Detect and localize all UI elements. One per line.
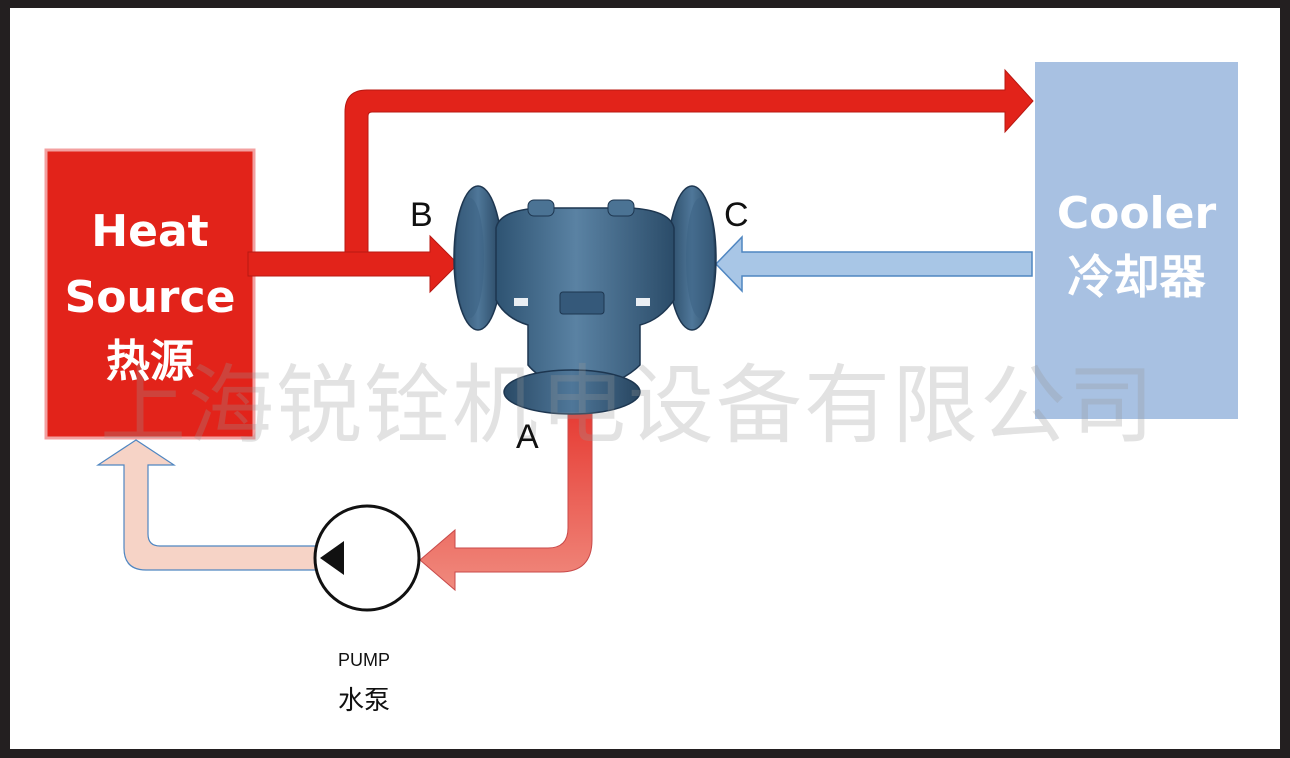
heat-source-title-line2: Source — [64, 272, 236, 323]
port-b-label: B — [410, 196, 433, 234]
heat-source-title-line1: Heat — [91, 206, 209, 257]
heat-source-title-cn: 热源 — [106, 336, 194, 387]
port-c-label: C — [724, 196, 749, 234]
return-pipe-to-heat-source — [95, 439, 317, 571]
port-a-label: A — [516, 418, 539, 456]
pump-label-cn: 水泵 — [338, 686, 391, 716]
pump-label: PUMP — [338, 650, 391, 670]
cooler-title: Cooler — [1056, 188, 1217, 239]
pump-symbol — [313, 504, 421, 612]
cooler-title-cn: 冷却器 — [1067, 250, 1206, 304]
cooler-box — [1035, 62, 1238, 419]
three-way-valve — [453, 185, 717, 415]
heat-source-box — [44, 148, 256, 440]
hot-supply-pipe-to-cooler — [344, 68, 1034, 259]
hot-supply-pipe-to-valve-b — [247, 234, 459, 294]
cold-return-pipe-to-valve-c — [714, 235, 1033, 293]
mixed-outlet-pipe-from-a — [419, 409, 593, 592]
